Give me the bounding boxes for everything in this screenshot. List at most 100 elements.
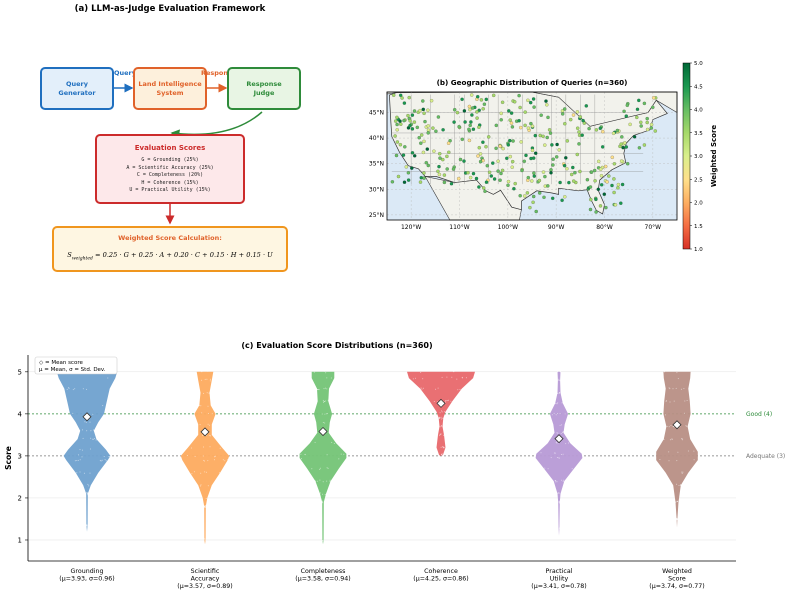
score-dot <box>207 485 209 487</box>
score-dot <box>224 460 226 462</box>
score-dot <box>675 501 677 503</box>
query-point <box>456 176 461 181</box>
colorbar <box>682 62 691 250</box>
score-dot <box>204 471 206 473</box>
score-dot <box>319 467 321 469</box>
query-point <box>546 115 550 120</box>
score-dot <box>338 458 340 460</box>
score-dot <box>445 400 447 402</box>
query-point <box>605 180 609 184</box>
score-dot <box>558 379 560 381</box>
score-dot <box>100 460 102 462</box>
query-point <box>580 133 584 137</box>
query-point <box>526 126 531 130</box>
score-dot <box>326 454 328 456</box>
query-point <box>593 179 597 183</box>
query-point <box>653 129 657 133</box>
score-dot <box>412 378 414 380</box>
y-tick-label: 3 <box>18 452 22 460</box>
weighted-score-title: Weighted Score Calculation: <box>118 234 222 242</box>
score-dot <box>205 539 207 541</box>
query-point <box>530 148 535 153</box>
query-point <box>610 155 614 160</box>
query-point <box>518 105 522 110</box>
query-point <box>611 131 616 136</box>
query-point <box>441 128 445 132</box>
score-dot <box>422 378 424 380</box>
query-point <box>519 125 523 130</box>
score-dot <box>324 422 326 424</box>
score-dot <box>315 480 316 482</box>
query-point <box>498 178 502 182</box>
response-judge-label: Response Judge <box>246 80 282 97</box>
score-dot <box>209 446 211 448</box>
query-point <box>532 105 536 109</box>
score-dot <box>201 371 203 373</box>
score-dot <box>665 414 666 416</box>
colorbar-tick-label: 5.0 <box>694 61 703 67</box>
score-dot <box>681 471 683 473</box>
query-point <box>451 167 456 171</box>
score-dot <box>202 435 204 436</box>
panel-b-map-chart: (b) Geographic Distribution of Queries (… <box>369 61 718 253</box>
query-point <box>398 119 402 123</box>
query-point <box>445 154 449 159</box>
score-dot <box>187 455 189 456</box>
query-point <box>436 115 441 119</box>
legend-entry: μ = Mean, σ = Std. Dev. <box>39 367 106 373</box>
query-point <box>505 156 509 161</box>
mean-diamond <box>554 434 564 444</box>
query-point <box>482 102 487 106</box>
score-dot <box>329 481 331 483</box>
query-point <box>467 138 472 143</box>
query-point <box>549 168 553 172</box>
score-dot <box>324 493 326 495</box>
score-dot <box>321 413 323 415</box>
score-dot <box>321 502 323 504</box>
query-point <box>613 203 618 207</box>
score-dot <box>685 425 687 427</box>
score-dot <box>562 481 564 483</box>
score-dot <box>568 442 569 444</box>
category-label: Weighted <box>662 568 692 575</box>
query-point <box>510 165 514 169</box>
score-dot <box>200 472 202 474</box>
query-point <box>578 115 582 119</box>
score-dot <box>313 371 315 373</box>
evaluation-score-line: U = Practical Utility (15%) <box>129 187 211 193</box>
score-dot <box>557 442 559 444</box>
query-point <box>619 159 624 163</box>
query-point <box>551 163 555 167</box>
query-point <box>599 173 604 178</box>
score-dot <box>441 425 442 427</box>
query-point <box>588 185 593 189</box>
score-dot <box>422 387 424 389</box>
score-dot <box>191 447 192 449</box>
score-dot <box>676 460 678 462</box>
score-dot <box>682 471 684 473</box>
score-dot <box>420 372 422 373</box>
query-point <box>551 157 555 161</box>
formula-rhs: = 0.25 · G + 0.25 · A + 0.20 · C + 0.15 … <box>92 251 273 259</box>
score-dot <box>557 393 559 394</box>
query-point <box>402 180 407 184</box>
score-dot <box>82 388 84 390</box>
score-dot <box>209 435 211 437</box>
score-dot <box>322 493 324 495</box>
score-dot <box>200 485 201 487</box>
query-point <box>532 171 536 175</box>
score-dot <box>82 437 84 439</box>
score-dot <box>556 432 558 434</box>
query-point <box>600 145 605 149</box>
query-point <box>639 124 643 128</box>
score-dot <box>682 439 684 441</box>
mean-diamond <box>200 427 210 437</box>
score-dot <box>205 506 207 508</box>
query-point <box>649 126 653 130</box>
query-point <box>509 111 514 115</box>
score-dot <box>79 471 81 473</box>
query-point <box>550 196 555 200</box>
query-point <box>616 182 621 187</box>
score-dot <box>555 414 557 416</box>
